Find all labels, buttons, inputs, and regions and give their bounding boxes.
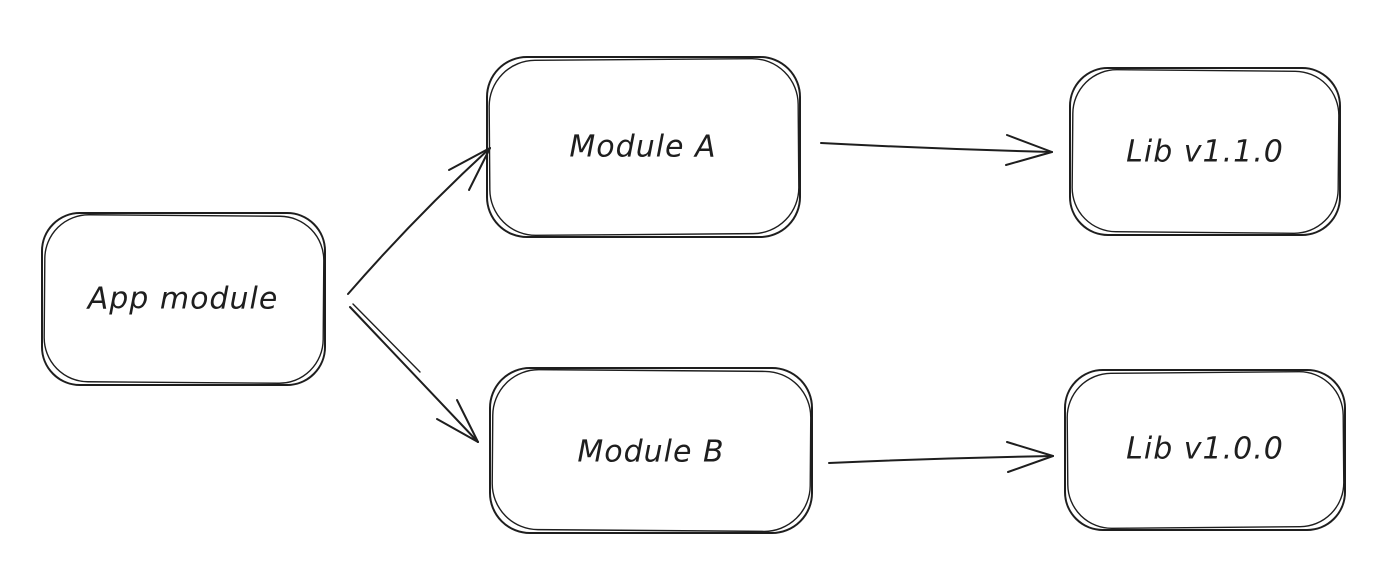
app-module-box [41,212,326,386]
lib-v100-label: Lib v1.0.0 [1126,431,1284,467]
module-a-box [486,56,801,238]
module-b-box [489,367,813,534]
lib-v100-box [1064,369,1346,531]
module-a-label: Module A [569,129,717,165]
arrow-app-to-module-b [349,303,479,443]
app-module-label: App module [87,281,279,317]
lib-v110-label: Lib v1.1.0 [1126,134,1284,170]
module-b-label: Module B [577,434,725,470]
arrow-module-b-to-lib-v100 [828,441,1054,473]
lib-v110-box [1069,67,1341,236]
arrow-app-to-module-a [347,147,491,295]
arrow-module-a-to-lib-v110 [820,134,1053,166]
